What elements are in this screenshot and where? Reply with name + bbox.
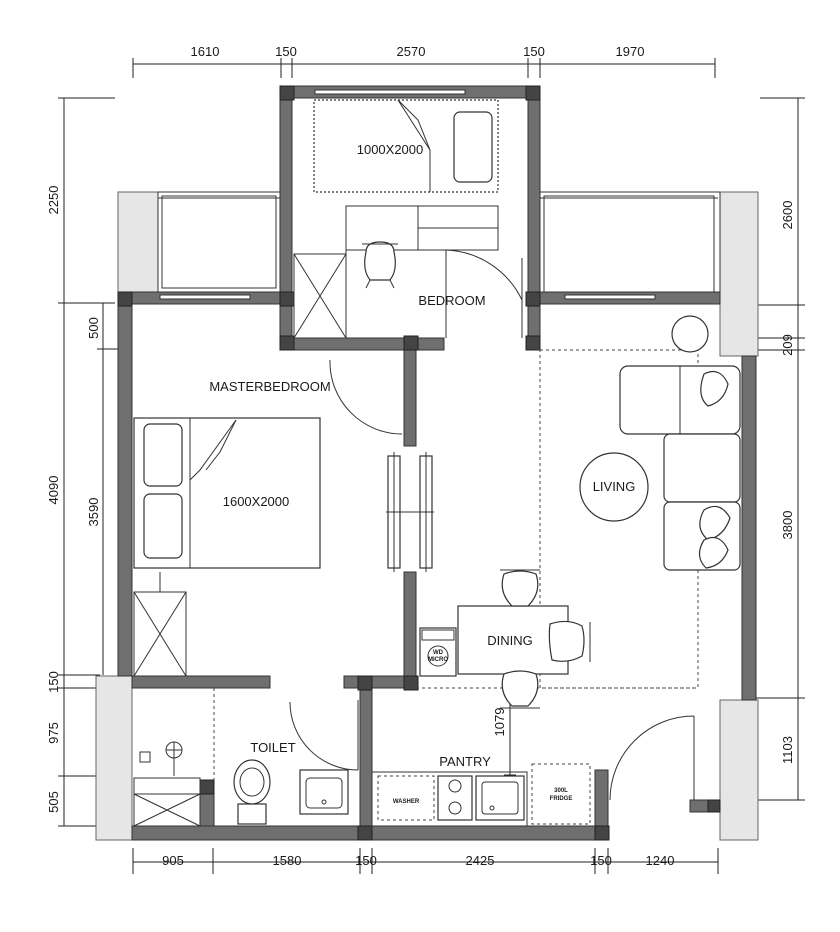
dim-right-1: 2600 bbox=[780, 201, 795, 230]
basin bbox=[299, 769, 349, 815]
bottom-right-planter-ledge bbox=[719, 699, 759, 841]
dim-top-4: 150 bbox=[523, 44, 545, 59]
pantry-counter bbox=[371, 771, 528, 827]
dim-right-4: 3800 bbox=[780, 511, 795, 540]
dim-top-2: 150 bbox=[275, 44, 297, 59]
dim-left-inner-2: 3590 bbox=[86, 498, 101, 527]
dim-right-5: 1103 bbox=[780, 736, 795, 764]
living-round-table bbox=[671, 315, 709, 353]
washer-label: WASHER bbox=[393, 799, 420, 805]
room-label-bedroom: BEDROOM bbox=[418, 293, 485, 308]
bedroom-wardrobe bbox=[293, 250, 347, 339]
entrance-door bbox=[609, 715, 695, 801]
living-armchairs bbox=[698, 371, 731, 569]
room-label-master-bedroom: MASTERBEDROOM bbox=[209, 379, 330, 394]
dim-top-3: 2570 bbox=[397, 44, 426, 59]
dim-top-5: 1970 bbox=[616, 44, 645, 59]
master-bedroom-door bbox=[329, 359, 405, 436]
dim-bottom-1: 905 bbox=[162, 853, 184, 868]
dining-chairs bbox=[500, 569, 591, 709]
microwave-label-2: MICRO bbox=[428, 657, 448, 663]
bottom-dimension-chain bbox=[132, 848, 719, 874]
cooktop bbox=[437, 775, 473, 821]
right-planter-ledge bbox=[719, 191, 759, 357]
dim-right-3: 209 bbox=[780, 334, 795, 356]
right-bay-window bbox=[539, 191, 721, 297]
microwave-cabinet bbox=[419, 627, 457, 677]
bedroom-chair bbox=[362, 241, 398, 289]
dim-bottom-3: 150 bbox=[355, 853, 377, 868]
washer bbox=[377, 775, 435, 821]
single-bed bbox=[313, 99, 499, 193]
dim-interior: 1079 bbox=[492, 708, 507, 737]
master-wardrobe bbox=[133, 572, 187, 677]
dim-left-4: 975 bbox=[46, 722, 61, 744]
room-label-toilet: TOILET bbox=[250, 740, 295, 755]
room-label-pantry: PANTRY bbox=[439, 754, 491, 769]
dim-left-2: 4090 bbox=[46, 476, 61, 505]
living-circle-marker bbox=[579, 452, 649, 522]
room-label-living: LIVING bbox=[593, 479, 636, 494]
dim-bottom-4: 2425 bbox=[466, 853, 495, 868]
sliding-partition bbox=[386, 452, 434, 572]
master-bed bbox=[133, 417, 321, 569]
dim-top-1: 1610 bbox=[191, 44, 220, 59]
dim-bottom-6: 1240 bbox=[646, 853, 675, 868]
top-dimension-chain bbox=[132, 58, 716, 78]
fridge-label-2: FRIDGE bbox=[550, 796, 573, 802]
single-bed-size: 1000X2000 bbox=[357, 142, 424, 157]
kitchen-sink bbox=[475, 775, 525, 821]
master-bed-size: 1600X2000 bbox=[223, 494, 290, 509]
dim-left-1: 2250 bbox=[46, 186, 61, 215]
bottom-left-planter-ledge bbox=[95, 675, 133, 841]
left-outer-dimension-chain bbox=[58, 97, 115, 827]
walls bbox=[117, 85, 757, 841]
toilet-storage bbox=[133, 777, 201, 827]
room-label-dining: DINING bbox=[487, 633, 533, 648]
shower-fixtures bbox=[139, 741, 183, 776]
left-planter-ledge bbox=[117, 191, 159, 293]
fridge-label-1: 300L bbox=[554, 788, 568, 794]
toilet-door bbox=[289, 700, 359, 771]
dim-left-inner-1: 500 bbox=[86, 317, 101, 339]
left-bay-window bbox=[157, 191, 281, 293]
dim-bottom-2: 1580 bbox=[273, 853, 302, 868]
toilet-bowl bbox=[233, 759, 271, 825]
bedroom-study-desk bbox=[345, 205, 499, 251]
window-marks bbox=[159, 89, 656, 300]
bedroom-door bbox=[445, 249, 523, 338]
left-inner-dimension-chain bbox=[97, 303, 118, 675]
dim-left-3: 150 bbox=[46, 671, 61, 693]
fridge bbox=[531, 763, 591, 825]
microwave-label-1: WD bbox=[433, 650, 444, 656]
dim-left-5: 505 bbox=[46, 791, 61, 813]
dim-bottom-5: 150 bbox=[590, 853, 612, 868]
structural-columns bbox=[117, 85, 721, 841]
